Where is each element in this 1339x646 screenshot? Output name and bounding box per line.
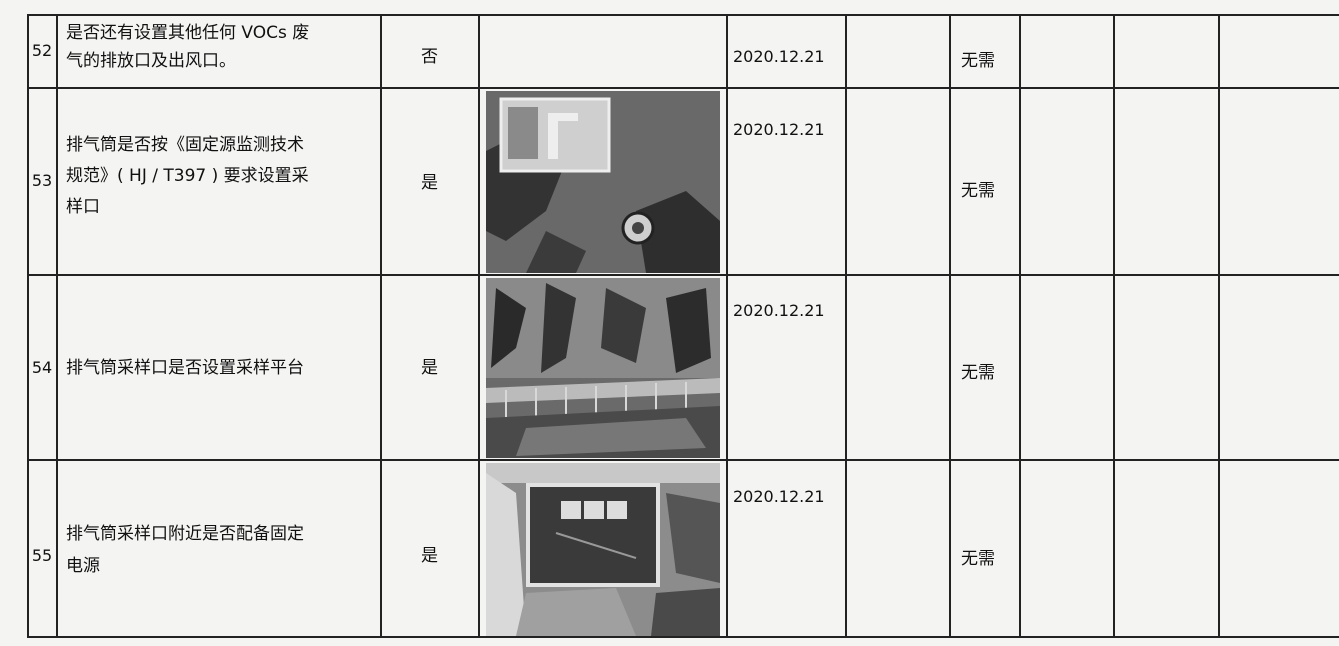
grid-line: [27, 274, 1339, 276]
grid-line: [27, 636, 1339, 638]
rectify-cell: 无需: [961, 549, 995, 569]
answer-cell: 是: [421, 358, 438, 378]
inspection-item-line: 排气筒采样口是否设置采样平台: [66, 358, 304, 378]
answer-cell: 是: [421, 173, 438, 193]
grid-line: [27, 87, 1339, 89]
inspection-item-line: 规范》( HJ / T397 ) 要求设置采: [66, 166, 309, 186]
row-number: 52: [31, 41, 53, 60]
inspection-item-line: 排气筒是否按《固定源监测技术: [66, 135, 304, 155]
answer-cell: 是: [421, 546, 438, 566]
answer-cell: 否: [421, 47, 438, 67]
grid-line: [27, 14, 1339, 16]
sampling-port-signboard-photo: [486, 91, 720, 273]
grid-line: [56, 14, 58, 636]
date-cell: 2020.12.21: [733, 301, 825, 320]
rectify-cell: 无需: [961, 363, 995, 383]
date-cell: 2020.12.21: [733, 120, 825, 139]
grid-line: [27, 14, 29, 636]
inspection-item-line: 排气筒采样口附近是否配备固定: [66, 524, 304, 544]
date-cell: 2020.12.21: [733, 47, 825, 66]
sampling-platform-photo: [486, 278, 720, 458]
inspection-item-line: 样口: [66, 197, 100, 217]
row-number: 54: [31, 358, 53, 377]
grid-line: [726, 14, 728, 636]
grid-line: [949, 14, 951, 636]
grid-line: [380, 14, 382, 636]
inspection-item-line: 气的排放口及出风口。: [66, 51, 236, 71]
rectify-cell: 无需: [961, 51, 995, 71]
inspection-item-line: 是否还有设置其他任何 VOCs 废: [66, 23, 310, 43]
row-number: 53: [31, 171, 53, 190]
grid-line: [845, 14, 847, 636]
inspection-item-line: 电源: [66, 556, 100, 576]
power-socket-box-photo: [486, 463, 720, 636]
row-number: 55: [31, 546, 53, 565]
grid-line: [1218, 14, 1220, 636]
grid-line: [1113, 14, 1115, 636]
grid-line: [1019, 14, 1021, 636]
date-cell: 2020.12.21: [733, 487, 825, 506]
rectify-cell: 无需: [961, 181, 995, 201]
grid-line: [27, 459, 1339, 461]
grid-line: [478, 14, 480, 636]
